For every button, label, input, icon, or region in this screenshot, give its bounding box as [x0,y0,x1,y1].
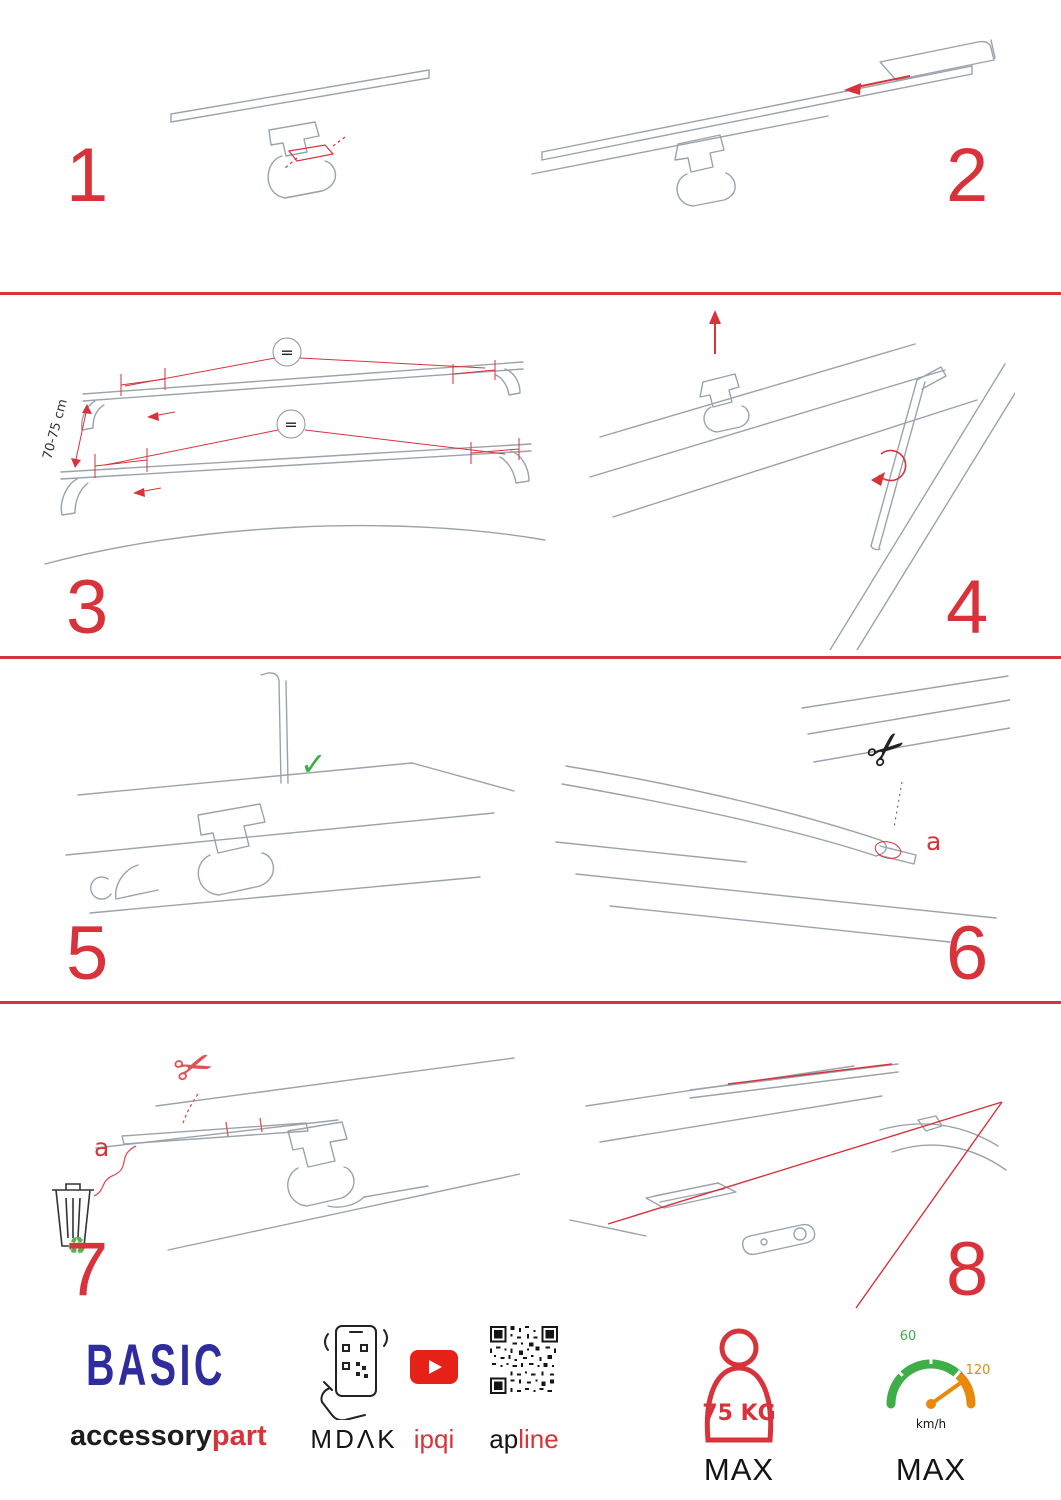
equal-sign: = [280,343,293,362]
cut-mark [874,841,902,859]
brand-subtitle: accessorypart [70,1420,267,1453]
rear-crossbar [60,443,532,473]
step-8-number: 8 [946,1227,989,1312]
crossbar [689,1063,899,1091]
step-4-number: 4 [946,565,989,650]
crossbar [170,69,430,199]
speed-high: 120 [966,1363,991,1378]
partner-mdak-label: MDΛK [310,1424,398,1454]
dimension-label: 70-75 cm [40,398,70,461]
label-a: a [926,827,941,856]
trash-icon [52,1183,94,1247]
equal-sign: = [284,415,297,434]
front-crossbar [82,361,524,395]
brand-subtitle-left: accessory [70,1420,212,1452]
discard-squiggle [93,1145,137,1197]
separator-line [0,292,1061,295]
rubber-pad-highlight [284,136,346,169]
label-a: a [94,1133,109,1162]
speedometer-icon: 60 120 km/h [886,1329,991,1431]
qr-code [490,1326,558,1394]
speed-low: 60 [900,1329,917,1344]
separator-line [0,656,1061,659]
callout-lines [607,1063,1003,1309]
scissors-icon: ✂ [854,716,918,782]
clamp [699,373,740,408]
clamp [674,134,725,173]
step-7-illustration: ✂ a ♻ [52,1035,520,1260]
crossbar [565,765,881,841]
weight-value: 75 KG [702,1401,775,1426]
latch [917,1115,943,1132]
step-3-number: 3 [66,565,109,650]
step-2-number: 2 [946,133,989,218]
phone-qr-icon [320,1325,388,1420]
step-3-illustration: = = 70-75 cm [40,337,546,565]
partner-ipqi-label: ipqi [413,1424,455,1454]
lock-pin [260,672,282,784]
youtube-icon [410,1350,458,1384]
weight-icon: 75 KG [702,1328,776,1443]
check-icon: ✓ [300,745,327,783]
weight-max-label: MAX [703,1452,775,1487]
step-7-number: 7 [66,1227,109,1312]
partner-apline-right: line [518,1424,559,1454]
step-6-number: 6 [946,911,989,996]
slide-arrow [844,75,911,95]
step-6-illustration: ✂ a [555,675,1010,943]
step-5-number: 5 [66,911,109,996]
bolt-plate [741,1223,816,1256]
step-5-illustration: ✓ [65,672,515,914]
allen-key [870,379,918,547]
separator-line [0,1001,1061,1004]
partner-apline-left: ap [489,1424,519,1454]
end-cap [879,40,995,81]
brand-subtitle-right: part [211,1420,267,1452]
scissors-icon: ✂ [167,1035,220,1098]
trim-strip [121,1122,309,1145]
speed-max-label: MAX [895,1452,967,1487]
partner-apline-label: apline [464,1424,584,1455]
step-1-illustration [170,69,430,199]
insert-arrow [709,310,721,354]
rotate-arrow [871,449,907,486]
brand-logo: BASIC [86,1333,226,1398]
rubber-strip [877,845,917,865]
step-8-illustration [569,1063,1007,1309]
clamp [287,1121,348,1168]
step-1-number: 1 [66,133,109,218]
step-2-illustration [531,39,996,207]
speed-unit: km/h [916,1417,946,1431]
step-4-illustration [589,310,1015,650]
dimension-lines [74,357,520,493]
recycle-icon: ♻ [66,1232,88,1260]
clamp [197,803,266,854]
